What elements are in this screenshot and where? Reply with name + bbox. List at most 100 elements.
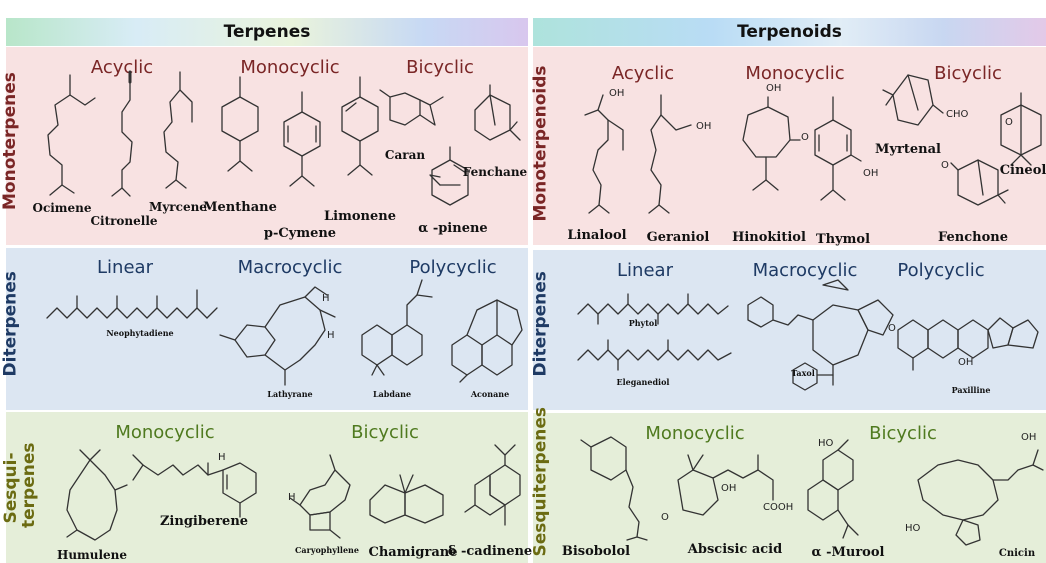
- subheading-acyclic: Acyclic: [90, 57, 154, 78]
- fenchone-o: O: [941, 160, 949, 171]
- caran-structure: [379, 89, 444, 126]
- label-fenchone: Fenchone: [937, 230, 1009, 245]
- murool-ho: HO: [818, 438, 834, 449]
- lathyrane-h1: H: [322, 293, 330, 304]
- taxol-structure: [747, 279, 894, 391]
- label-cnicin: Cnicin: [998, 548, 1036, 559]
- lathyrane-structure: [219, 286, 336, 386]
- label-ocimene: Ocimene: [32, 201, 92, 215]
- subheading-ses-monocyclic: Monocyclic: [115, 422, 215, 443]
- fenchane-structure: [474, 84, 521, 141]
- subheading-polycyclic: Polycyclic: [897, 260, 985, 281]
- label-zingiberene: Zingiberene: [159, 514, 249, 529]
- label-p-cymene: p-Cymene: [263, 226, 337, 241]
- abscisic-acid-structure: [677, 454, 774, 516]
- monoterpenoids-band: [533, 47, 1046, 245]
- paxilline-oh: OH: [958, 357, 974, 368]
- label-aconane: Aconane: [470, 389, 510, 399]
- row-label-monoterpenoids: Monoterpenoids: [530, 65, 551, 222]
- label-cineol: Cineol: [999, 163, 1046, 178]
- limonene-structure: [341, 76, 379, 176]
- label-labdane: Labdane: [372, 389, 412, 399]
- row-label-sesqui-line1: Sesqui-: [1, 452, 21, 524]
- subheading-bicyclic: Bicyclic: [934, 63, 1002, 84]
- alpha-pinene-structure: [429, 146, 469, 206]
- label-thymol: Thymol: [815, 232, 871, 247]
- phytol-structure: [577, 293, 729, 325]
- label-alpha-pinene: α -pinene: [418, 221, 488, 236]
- label-taxol: Taxol: [791, 368, 815, 378]
- subheading-ses-bicyclic: Bicyclic: [351, 422, 419, 443]
- cadinene-structure: [464, 444, 521, 526]
- label-menthane: Menthane: [203, 200, 277, 215]
- hinokitiol-o: O: [801, 132, 809, 143]
- myrtenal-structure: [882, 74, 944, 126]
- label-phytol: Phytol: [628, 318, 658, 328]
- monoterpenes-band: [6, 47, 528, 245]
- cnicin-oh: OH: [1021, 432, 1037, 443]
- caryophyllene-structure: [289, 454, 351, 539]
- fenchone-structure: [950, 159, 1009, 206]
- bisobolol-structure: [580, 436, 648, 541]
- label-citronelle: Citronelle: [90, 214, 158, 228]
- label-alpha-murool: α -Murool: [811, 545, 885, 560]
- subheading-bicyclic: Bicyclic: [406, 57, 474, 78]
- linalool-oh: OH: [609, 88, 625, 99]
- label-humulene: Humulene: [56, 548, 128, 562]
- abscisic-cooh: COOH: [763, 502, 794, 513]
- label-paxilline: Paxilline: [951, 385, 991, 395]
- paxilline-structure: [897, 317, 1039, 371]
- row-label-diterpenoids: Diterpenes: [530, 271, 551, 377]
- subheading-monocyclic: Monocyclic: [745, 63, 845, 84]
- sesquiterpenoids-band: [533, 413, 1046, 563]
- cnicin-ho: HO: [905, 523, 921, 534]
- terpenes-header: Terpenes: [6, 18, 528, 46]
- subheading-ses-bicyclic: Bicyclic: [869, 423, 937, 444]
- terpenoids-header: Terpenoids: [533, 18, 1046, 46]
- eleganediol-structure: [577, 339, 732, 371]
- row-label-sesquiterpenes: Sesqui- terpenes: [1, 443, 39, 529]
- label-myrcene: Myrcene: [149, 200, 207, 214]
- geraniol-structure: [648, 94, 692, 214]
- hinokitiol-structure: [742, 96, 801, 191]
- myrtenal-cho: CHO: [946, 109, 969, 120]
- label-limonene: Limonene: [324, 209, 396, 224]
- row-label-sesquiterpenoids: Sesquiterpenes: [530, 407, 551, 557]
- thymol-structure: [814, 96, 862, 201]
- label-abscisic-acid: Abscisic acid: [687, 542, 783, 557]
- label-neophytadiene: Neophytadiene: [106, 328, 174, 338]
- cineol-o: O: [1005, 117, 1013, 128]
- label-caryophyllene: Caryophyllene: [295, 545, 359, 555]
- cnicin-structure: [917, 449, 1044, 546]
- subheading-macrocyclic: Macrocyclic: [237, 257, 343, 278]
- thymol-oh: OH: [863, 168, 879, 179]
- label-fenchane: Fenchane: [462, 165, 528, 179]
- subheading-monocyclic: Monocyclic: [240, 57, 340, 78]
- myrcene-structure: [163, 71, 193, 189]
- abscisic-oh: OH: [721, 483, 737, 494]
- subheading-ses-monocyclic: Monocyclic: [645, 423, 745, 444]
- p-cymene-structure: [283, 91, 321, 187]
- alpha-murool-structure: [807, 439, 859, 539]
- zingiberene-structure: [132, 454, 257, 518]
- chamigrane-structure: [369, 474, 444, 524]
- label-linalool: Linalool: [567, 228, 627, 243]
- row-label-monoterpenes: Monoterpenes: [0, 72, 20, 210]
- cineol-structure: [1000, 92, 1042, 166]
- sesquiterpenes-band: [6, 412, 528, 563]
- label-eleganediol: Eleganediol: [616, 377, 670, 387]
- geraniol-oh: OH: [696, 121, 712, 132]
- subheading-macrocyclic: Macrocyclic: [752, 260, 858, 281]
- citronelle-structure: [111, 70, 133, 197]
- label-caran: Caran: [384, 148, 426, 162]
- labdane-structure: [361, 279, 433, 376]
- abscisic-o: O: [661, 512, 669, 523]
- diterpenoids-band: [533, 250, 1046, 410]
- hinokitiol-oh: OH: [766, 83, 782, 94]
- linalool-structure: [584, 94, 624, 214]
- label-geraniol: Geraniol: [646, 230, 710, 245]
- label-delta-cadinene: δ -cadinene: [447, 544, 533, 559]
- aconane-structure: [451, 299, 523, 383]
- label-hinokitiol: Hinokitiol: [732, 230, 806, 245]
- zingiberene-h: H: [218, 452, 226, 463]
